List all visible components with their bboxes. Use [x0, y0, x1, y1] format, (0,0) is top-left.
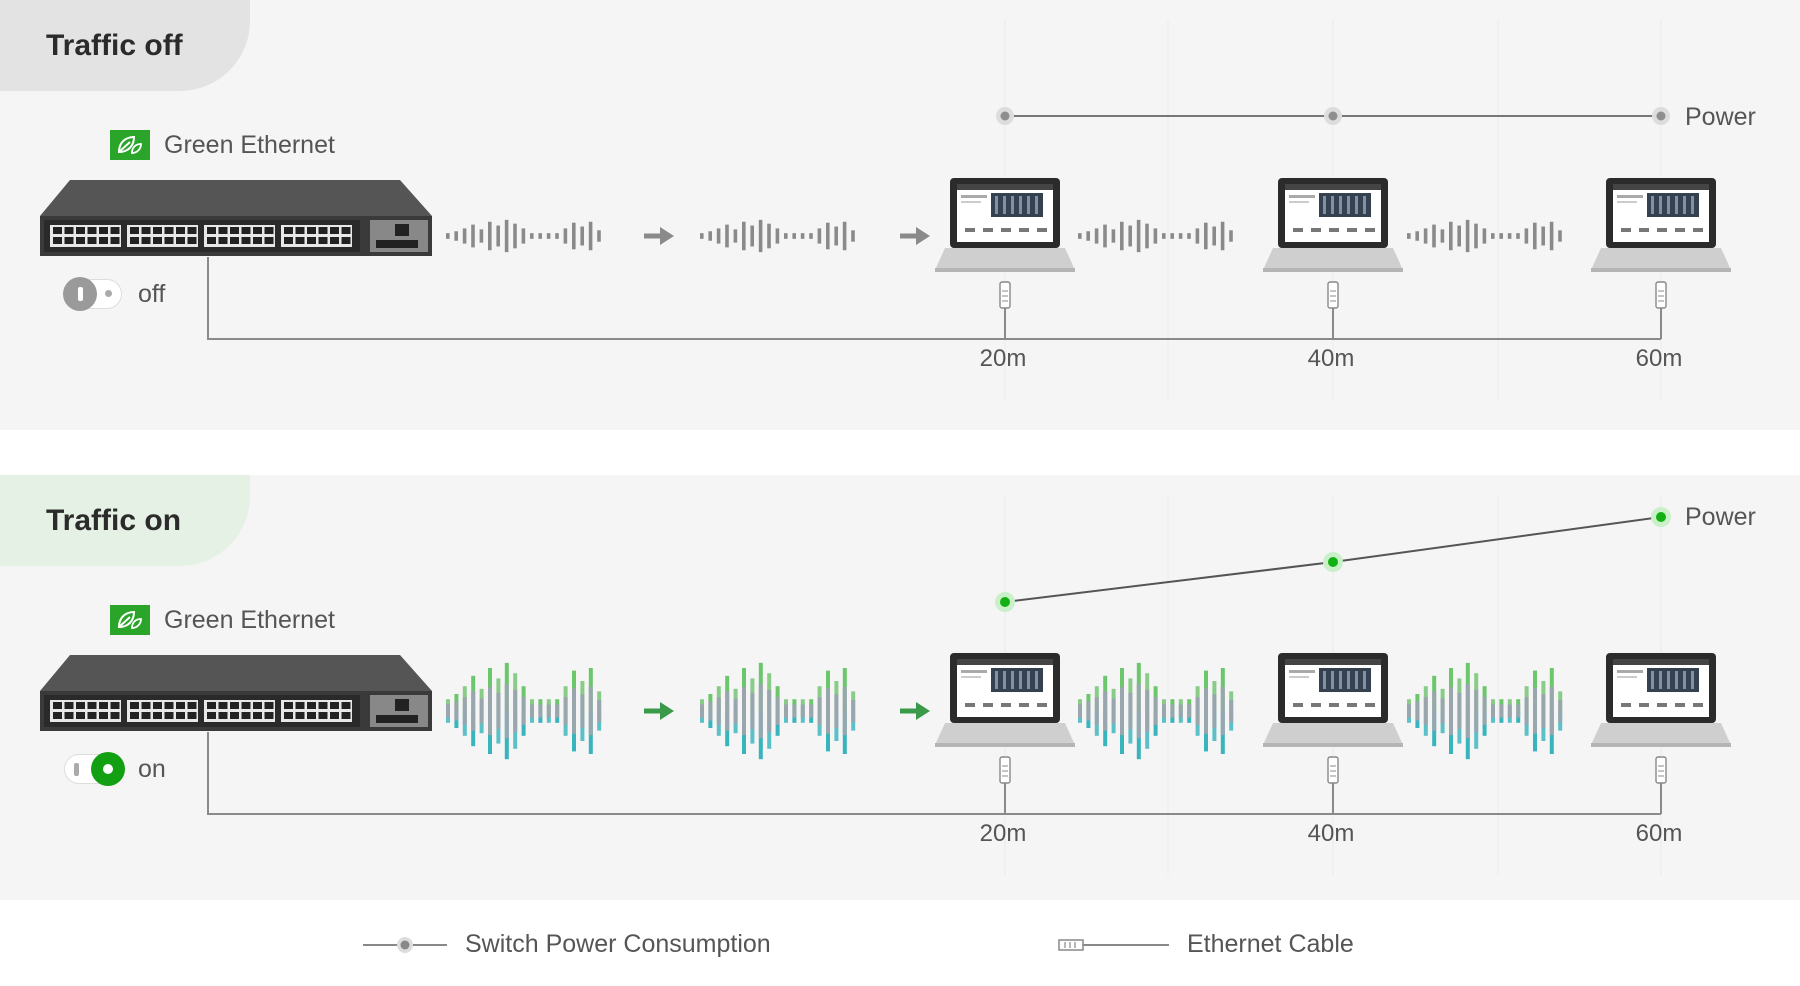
power-dot-icon: [1324, 107, 1342, 125]
ethernet-cable-line: [207, 257, 1661, 340]
ethernet-connector-icon: [1327, 281, 1339, 309]
green-ethernet-icon: [110, 605, 150, 635]
signal-wave-icon: [446, 662, 602, 760]
toggle-icon[interactable]: [63, 277, 122, 311]
power-dot-icon: [1323, 552, 1343, 572]
ethernet-cable-line: [207, 732, 1661, 815]
power-dot-icon: [996, 107, 1014, 125]
network-switch-icon: [40, 655, 432, 731]
arrow-right-icon: [900, 227, 930, 245]
toggle-label: off: [138, 279, 166, 308]
distance-label: 20m: [979, 345, 1027, 372]
power-dot-icon: [1652, 107, 1670, 125]
legend-power-consumption: Switch Power Consumption: [363, 930, 771, 959]
laptop-icon: [1591, 178, 1731, 272]
power-label: Power: [1685, 103, 1756, 131]
legend-cable-label: Ethernet Cable: [1187, 930, 1354, 958]
toggle-icon[interactable]: [64, 752, 125, 786]
arrow-right-icon: [900, 702, 930, 720]
traffic-off-panel: Traffic off Green Ethernet off Power 20m…: [0, 0, 1800, 430]
network-switch-icon: [40, 180, 432, 256]
traffic-toggle[interactable]: off: [63, 277, 166, 311]
green-ethernet-icon: [110, 130, 150, 160]
distance-label: 60m: [1635, 345, 1683, 372]
laptop-icon: [1263, 653, 1403, 747]
laptop-icon: [1263, 178, 1403, 272]
signal-wave-icon: [700, 219, 855, 253]
ethernet-cable-icon: [1058, 938, 1169, 951]
legend-power-label: Switch Power Consumption: [465, 930, 771, 958]
signal-wave-icon: [1078, 662, 1234, 760]
ethernet-connector-icon: [999, 756, 1011, 784]
laptop-icon: [935, 653, 1075, 747]
distance-label: 40m: [1307, 345, 1355, 372]
ethernet-connector-icon: [1655, 281, 1667, 309]
green-ethernet-label: Green Ethernet: [164, 605, 335, 634]
green-ethernet-badge: Green Ethernet: [110, 130, 335, 160]
distance-label: 40m: [1307, 820, 1355, 847]
laptop-icon: [935, 178, 1075, 272]
signal-wave-icon: [1407, 662, 1563, 760]
traffic-off-diagram: [40, 20, 1731, 400]
signal-wave-icon: [1407, 219, 1562, 253]
power-dot-icon: [995, 592, 1015, 612]
green-ethernet-label: Green Ethernet: [164, 130, 335, 159]
ethernet-connector-icon: [1327, 756, 1339, 784]
signal-wave-icon: [1078, 219, 1233, 253]
traffic-on-panel: Traffic on Green Ethernet on Power 20m 4…: [0, 475, 1800, 900]
toggle-label: on: [138, 754, 166, 783]
power-label: Power: [1685, 503, 1756, 531]
traffic-off-title: Traffic off: [0, 0, 250, 91]
green-ethernet-badge: Green Ethernet: [110, 605, 335, 635]
arrow-right-icon: [644, 702, 674, 720]
ethernet-connector-icon: [1655, 756, 1667, 784]
distance-label: 60m: [1635, 820, 1683, 847]
power-dot-icon: [1651, 507, 1671, 527]
distance-label: 20m: [979, 820, 1027, 847]
legend-ethernet-cable: Ethernet Cable: [1057, 930, 1354, 959]
power-dot-icon: [363, 936, 447, 953]
ethernet-connector-icon: [999, 281, 1011, 309]
signal-wave-icon: [700, 662, 856, 760]
traffic-on-title: Traffic on: [0, 475, 250, 566]
traffic-on-diagram: [40, 495, 1731, 875]
laptop-icon: [1591, 653, 1731, 747]
traffic-toggle[interactable]: on: [64, 752, 166, 786]
arrow-right-icon: [644, 227, 674, 245]
signal-wave-icon: [446, 219, 601, 253]
